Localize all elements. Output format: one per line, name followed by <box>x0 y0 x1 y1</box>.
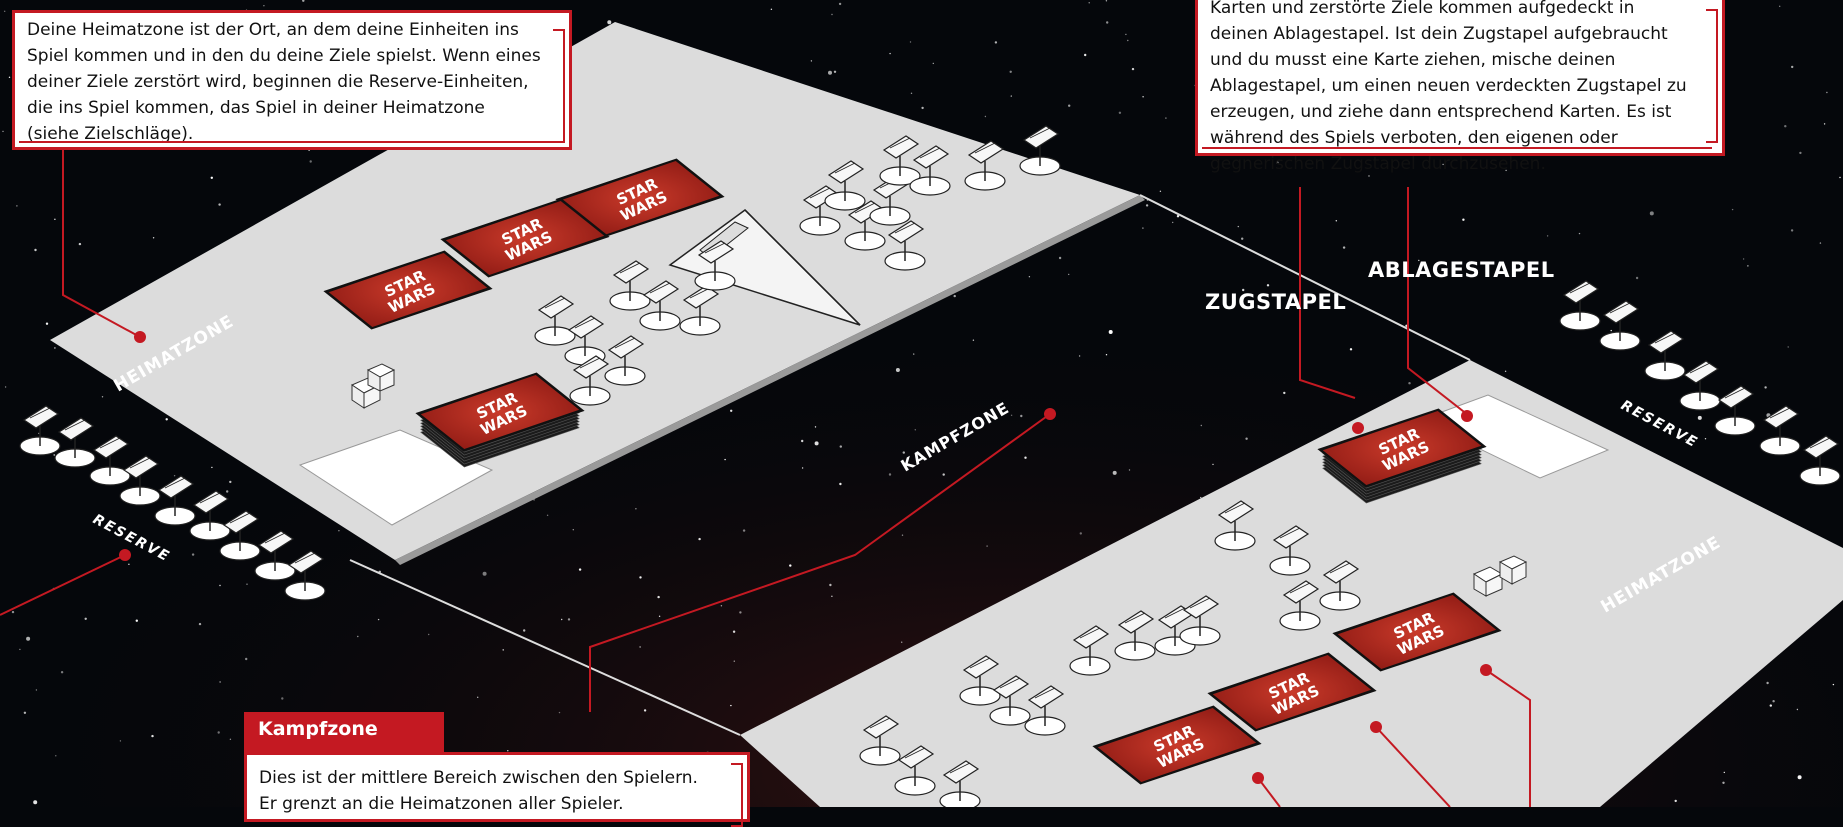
zugstapel-label: ZUGSTAPEL <box>1205 290 1346 314</box>
ablagestapel-label: ABLAGESTAPEL <box>1368 258 1555 282</box>
kampfzone-info-title: Kampfzone <box>244 712 444 754</box>
kampfzone-info-text: Dies ist der mittlere Bereich zwischen d… <box>259 765 719 817</box>
heimatzone-info-box: Deine Heimatzone ist der Ort, an dem dei… <box>12 10 572 150</box>
deck-info-text: Karten und zerstörte Ziele kommen aufged… <box>1210 0 1694 177</box>
kampfzone-info-box: Dies ist der mittlere Bereich zwischen d… <box>244 752 750 822</box>
heimatzone-info-text: Deine Heimatzone ist der Ort, an dem dei… <box>27 17 541 147</box>
deck-info-box: Karten und zerstörte Ziele kommen aufged… <box>1195 0 1725 156</box>
